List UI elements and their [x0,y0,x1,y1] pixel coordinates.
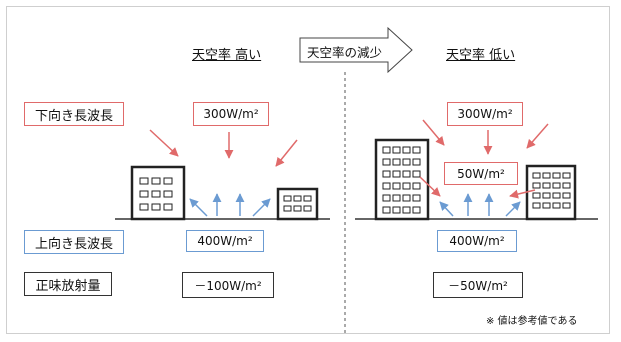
right-downward-arrow-3 [527,124,548,148]
right-upward-arrow-1 [440,202,453,216]
left-heading: 天空率 高い [192,44,261,63]
left-downward-arrow-3 [276,140,297,166]
building-left-1 [132,167,184,219]
left-downward-value: 300W/m² [193,102,269,126]
right-heading: 天空率 低い [446,44,515,63]
reference-note: ※ 値は参考値である [486,312,577,327]
decrease-arrow-label: 天空率の減少 [307,42,382,61]
left-downward-arrow-1 [150,130,178,156]
left-upward-arrow-1 [190,199,207,216]
downward-longwave-label: 下向き長波長 [24,102,124,126]
right-upward-arrow-4 [506,202,520,216]
left-net-value: －100W/m² [182,272,274,298]
right-downward-value: 300W/m² [447,102,523,126]
building-right-2 [527,166,575,219]
right-net-value: －50W/m² [433,272,523,298]
net-radiation-label: 正味放射量 [24,272,112,296]
left-upward-value: 400W/m² [186,230,264,252]
building-left-2 [278,189,317,219]
right-upward-value: 400W/m² [437,230,517,252]
upward-longwave-label: 上向き長波長 [24,230,124,254]
right-wall-value: 50W/m² [444,162,518,185]
building-right-1 [376,140,428,219]
left-upward-arrow-4 [253,199,270,216]
